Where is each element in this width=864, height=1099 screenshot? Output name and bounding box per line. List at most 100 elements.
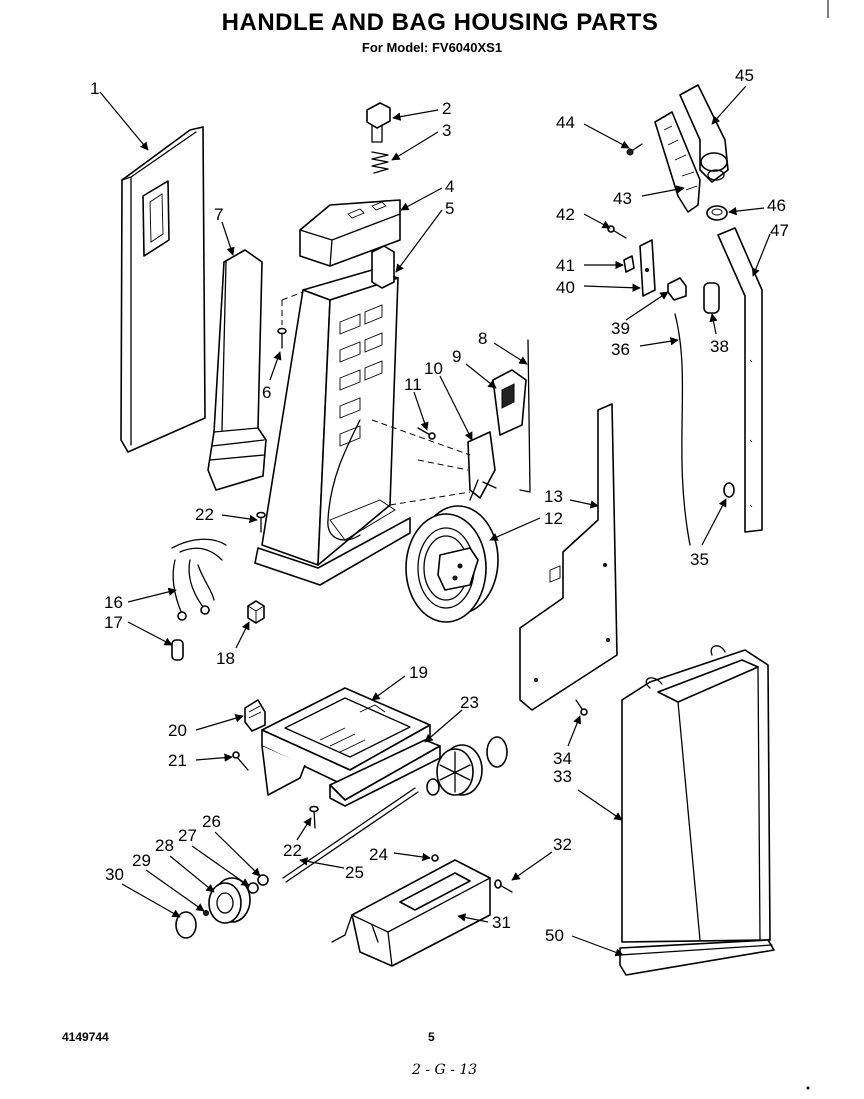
callout-24: 24 — [369, 845, 388, 864]
leader-5 — [395, 209, 443, 273]
model-subtitle: For Model: FV6040XS1 — [362, 40, 502, 55]
callout-44: 44 — [556, 113, 575, 132]
part-screw-11 — [417, 427, 436, 440]
panel-hole1 — [603, 563, 607, 567]
leader-21 — [195, 753, 233, 762]
callout-25: 25 — [345, 863, 364, 882]
part-block-18 — [247, 600, 265, 624]
callout-31: 31 — [492, 913, 511, 932]
leader-4 — [400, 187, 443, 211]
part-screw-6 — [277, 327, 287, 349]
callout-18: 18 — [216, 649, 235, 668]
part-screw-24 — [431, 854, 439, 862]
callout-22-lower: 22 — [283, 841, 302, 860]
cap-stem — [371, 125, 383, 143]
leader-9 — [465, 363, 497, 389]
column-slots — [339, 304, 383, 447]
part-cap — [366, 102, 391, 143]
leader-6 — [269, 351, 282, 381]
part-handle-tube — [717, 227, 763, 533]
callout-22-upper: 22 — [195, 505, 214, 524]
bracket-40-body — [639, 239, 656, 297]
part-housing-base — [619, 939, 775, 976]
part-latch-20 — [244, 699, 266, 732]
leader-32 — [511, 851, 553, 881]
callout-6: 6 — [262, 383, 271, 402]
handle-tube-holes — [749, 359, 753, 508]
callout-23: 23 — [460, 693, 479, 712]
part-bracket-40 — [639, 239, 656, 297]
washer-26 — [257, 874, 269, 886]
part-screw-22-lower — [309, 805, 319, 829]
leader-31 — [457, 913, 489, 923]
callout-12: 12 — [544, 509, 563, 528]
plug-17-body — [171, 639, 184, 661]
spring-coil — [371, 151, 389, 174]
washer-27 — [247, 882, 259, 894]
callout-29: 29 — [132, 851, 151, 870]
leader-20 — [195, 714, 244, 731]
callout-35: 35 — [690, 550, 709, 569]
leader-11 — [413, 391, 429, 431]
part-grip — [654, 111, 701, 213]
part-switch-bracket — [519, 339, 531, 493]
leader-22-lower — [296, 817, 312, 841]
handle-strip-bands — [209, 261, 265, 461]
part-screw-32 — [494, 879, 513, 893]
latch-20-lines — [248, 705, 262, 719]
callout-41: 41 — [556, 256, 575, 275]
right-wheel-cap — [486, 736, 508, 768]
part-wire-36 — [674, 313, 691, 546]
bag-panel-edge — [121, 131, 197, 446]
leader-12 — [489, 517, 541, 541]
part-bag-housing — [621, 645, 771, 943]
part-nozzle — [331, 859, 491, 967]
corner-dot — [806, 1086, 810, 1090]
leader-36 — [639, 337, 679, 347]
leader-16 — [127, 587, 177, 603]
leader-10 — [439, 375, 473, 441]
leader-29 — [145, 869, 205, 912]
leader-38 — [709, 313, 718, 335]
nozzle-clip — [331, 914, 379, 943]
part-screw-42 — [607, 225, 627, 239]
bag-panel-outline — [120, 126, 206, 453]
base-plate — [619, 939, 775, 976]
leader-43 — [641, 185, 685, 197]
callout-4: 4 — [445, 177, 454, 196]
nozzle-body — [351, 859, 491, 967]
document-number: 4149744 — [62, 1030, 109, 1044]
callout-17: 17 — [104, 613, 123, 632]
callout-47: 47 — [770, 221, 789, 240]
callout-50: 50 — [545, 926, 564, 945]
grip-body — [654, 111, 701, 213]
callout-19: 19 — [409, 663, 428, 682]
nut-46-body — [706, 205, 728, 221]
callout-33: 33 — [553, 767, 572, 786]
left-wheel-face — [208, 882, 242, 924]
part-left-wheel — [175, 874, 269, 939]
column-internal-wire — [327, 419, 361, 541]
leader-23 — [424, 709, 463, 743]
right-wheel-spokes — [439, 751, 471, 793]
leader-42 — [583, 213, 611, 229]
callout-16: 16 — [104, 593, 123, 612]
handwritten-reference: 2 - G - 13 — [411, 1062, 477, 1078]
frame-inner — [284, 697, 411, 758]
callout-8: 8 — [478, 329, 487, 348]
leader-46 — [728, 206, 765, 216]
callout-30: 30 — [105, 865, 124, 884]
hose-end-cuff — [700, 152, 728, 172]
wire-terminal1 — [177, 611, 187, 621]
leader-22-upper — [221, 514, 258, 524]
callout-42: 42 — [556, 205, 575, 224]
leader-28 — [169, 855, 215, 893]
part-grip-38 — [703, 282, 720, 314]
part-hose-end — [679, 84, 729, 183]
reel-hub-dot2 — [452, 575, 458, 581]
clip-41-body — [623, 255, 635, 273]
side-panel-outline — [519, 403, 618, 711]
top-cover-edge — [299, 213, 401, 267]
screw-44-head — [626, 148, 634, 156]
callout-5: 5 — [445, 199, 454, 218]
